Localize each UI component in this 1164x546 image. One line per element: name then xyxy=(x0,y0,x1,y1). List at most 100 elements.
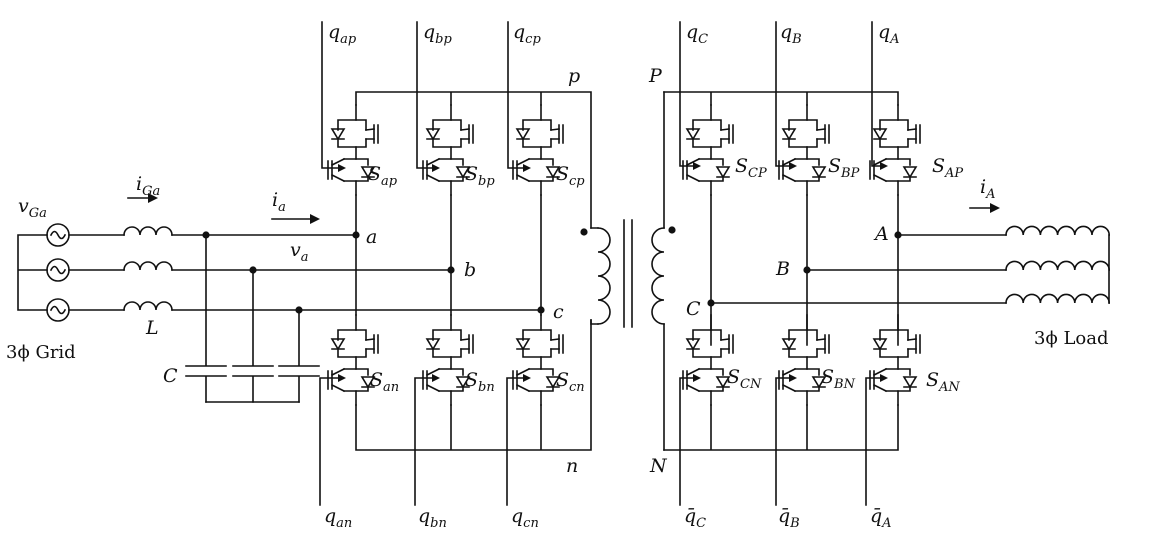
gate-arrow-icon xyxy=(338,164,346,172)
diode-icon xyxy=(360,166,376,179)
grid-neutral-wire xyxy=(17,234,48,311)
igbt-body xyxy=(872,367,888,393)
igbt-body xyxy=(685,367,701,393)
node-p-label: p xyxy=(568,65,580,87)
igbt-gate xyxy=(558,124,564,144)
diode-lead xyxy=(686,348,722,358)
gate-qCbar-label: q̄C xyxy=(684,505,706,531)
igbt-gate xyxy=(422,160,428,180)
igbt-gate xyxy=(327,160,333,180)
junction-dot xyxy=(202,231,210,239)
node-a-label: a xyxy=(366,226,377,248)
switch-sbn-out-label: SBN xyxy=(821,366,856,392)
switch-lead xyxy=(897,176,917,196)
label-va: va xyxy=(290,239,309,265)
igbt-body xyxy=(816,338,826,350)
diode-lead xyxy=(686,138,722,148)
diode-lead xyxy=(782,138,818,148)
igbt-body xyxy=(816,128,826,140)
gate-qC-label: qC xyxy=(686,21,708,47)
igbt-gate xyxy=(869,370,875,390)
switch-lead xyxy=(355,176,375,196)
node-b-label: b xyxy=(464,259,476,281)
junction-dot xyxy=(352,231,360,239)
switch-sbp-label: Sbp xyxy=(465,163,495,189)
diode-icon xyxy=(781,338,797,351)
diode-icon xyxy=(515,338,531,351)
input-lower-switch xyxy=(327,314,379,406)
gate-qan-label: qan xyxy=(324,505,352,531)
node-B-label: B xyxy=(775,258,790,280)
gate-arrow-icon xyxy=(523,164,531,172)
diode-icon xyxy=(872,128,888,141)
junction-dot xyxy=(447,266,455,274)
load-inductor xyxy=(1005,225,1111,236)
switch-lead xyxy=(806,386,826,406)
junction-dot xyxy=(537,306,545,314)
junction-dot xyxy=(249,266,257,274)
diode-lead xyxy=(426,138,462,148)
node-n-label: n xyxy=(566,455,578,477)
label-ia: ia xyxy=(272,189,286,215)
junction-dot xyxy=(707,299,715,307)
junction-dot xyxy=(803,266,811,274)
igbt-gate xyxy=(778,370,784,390)
grid-label: 3ϕ Grid xyxy=(6,342,76,363)
gate-arrow-icon xyxy=(432,374,440,382)
ac-wave-icon xyxy=(49,265,67,275)
ac-wave-icon xyxy=(49,305,67,315)
node-N-label: N xyxy=(649,455,668,477)
ac-source-icon xyxy=(46,298,70,322)
bus-N xyxy=(663,404,899,451)
switch-lead xyxy=(540,176,560,196)
ac-source-icon xyxy=(46,223,70,247)
arrow-head-icon xyxy=(310,214,320,224)
gate-arrow-icon xyxy=(338,374,346,382)
circuit-components xyxy=(46,104,1111,406)
grid-inductor xyxy=(123,301,173,311)
input-upper-switch xyxy=(327,104,379,196)
junction-dot xyxy=(894,231,902,239)
gate-qcp-label: qcp xyxy=(513,21,541,47)
label-capacitor-c: C xyxy=(163,365,178,387)
igbt-body xyxy=(330,157,346,183)
grid-inductor xyxy=(123,226,173,236)
gate-arrow-icon xyxy=(693,162,701,170)
switch-lead xyxy=(710,386,730,406)
igbt-gate xyxy=(869,160,875,180)
switch-sap-label: Sap xyxy=(368,163,398,189)
switch-lead xyxy=(450,386,470,406)
igbt-gate xyxy=(468,334,474,354)
igbt-body xyxy=(550,338,560,350)
gate-qbp-label: qbp xyxy=(423,21,452,47)
diode-lead xyxy=(331,138,367,148)
gate-drive-line xyxy=(871,21,883,167)
diode-icon xyxy=(330,338,346,351)
gate-drive-line xyxy=(321,21,341,169)
igbt-body xyxy=(425,367,441,393)
diode-icon xyxy=(455,376,471,389)
output-lower-switch xyxy=(682,314,734,406)
igbt-body xyxy=(781,367,797,393)
gate-drive-line xyxy=(679,21,696,167)
igbt-gate xyxy=(824,124,830,144)
diode-lead xyxy=(331,348,367,358)
node-P-label: P xyxy=(648,65,663,87)
diode-icon xyxy=(902,376,918,389)
junction-dot xyxy=(668,226,676,234)
gate-drive-line xyxy=(414,377,435,506)
input-leg-wire xyxy=(355,194,542,316)
label-inductor-l: L xyxy=(145,317,159,339)
igbt-gate xyxy=(682,370,688,390)
gate-drive-line xyxy=(865,377,883,506)
switch-scp-out-label: SCP xyxy=(735,155,767,181)
ac-source-icon xyxy=(46,258,70,282)
igbt-body xyxy=(460,128,470,140)
igbt-gate xyxy=(373,124,379,144)
transformer-core xyxy=(623,219,633,328)
diode-icon xyxy=(545,376,561,389)
label-vga: vGa xyxy=(18,195,47,221)
gate-qbn-label: qbn xyxy=(418,505,447,531)
igbt-body xyxy=(907,338,917,350)
